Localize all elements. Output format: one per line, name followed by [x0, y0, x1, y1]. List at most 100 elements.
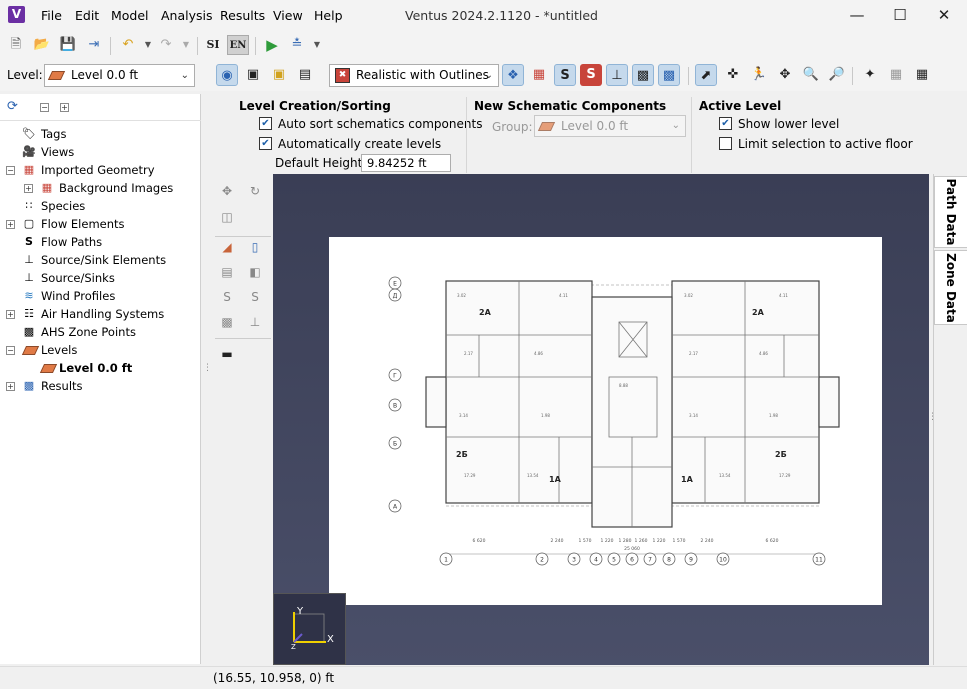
units-si-button[interactable]: SI — [206, 38, 220, 51]
tree-item-ahs-zone-points[interactable]: ▩ AHS Zone Points — [23, 325, 136, 339]
level-icon — [39, 364, 58, 373]
menu-edit[interactable]: Edit — [75, 8, 100, 23]
undo-icon[interactable]: ↶ — [122, 37, 134, 52]
menu-help[interactable]: Help — [314, 8, 343, 23]
flow-path-tool-icon[interactable]: S — [223, 290, 231, 304]
tree-item-views[interactable]: 🎥 Views — [22, 145, 75, 159]
pan-icon[interactable]: ✥ — [779, 67, 791, 82]
show-ahs-points-icon[interactable]: ▩ — [632, 64, 654, 86]
move-tool-icon[interactable]: ✥ — [221, 184, 233, 198]
expander-results[interactable]: + — [6, 382, 15, 391]
auto-sort-checkbox[interactable]: ✔ — [259, 117, 272, 130]
sync-tree-icon[interactable]: ⟳ — [7, 99, 18, 114]
tree-item-flow-elements[interactable]: ▢ Flow Elements — [23, 217, 125, 231]
show-geometry-icon[interactable]: ❖ — [502, 64, 524, 86]
menu-model[interactable]: Model — [111, 8, 149, 23]
new-file-icon[interactable]: 🗎 — [10, 37, 22, 52]
menu-analysis[interactable]: Analysis — [161, 8, 213, 23]
show-lower-level-checkbox[interactable]: ✔ — [719, 117, 732, 130]
tree-item-level-0[interactable]: Level 0.0 ft — [39, 359, 132, 377]
menu-results[interactable]: Results — [220, 8, 266, 23]
mirror-tool-icon[interactable]: ◫ — [221, 210, 233, 224]
show-source-sinks-icon[interactable]: ⊥ — [606, 64, 628, 86]
app-icon[interactable]: V — [8, 6, 25, 23]
run-simulation-icon[interactable]: ▶ — [266, 36, 278, 54]
split-zone-icon[interactable]: ▤ — [221, 265, 233, 279]
svg-text:10: 10 — [719, 557, 727, 564]
tree-item-imported-geometry[interactable]: ▦ Imported Geometry — [23, 163, 155, 177]
tree-item-results[interactable]: ▩ Results — [23, 379, 83, 393]
expand-all-button[interactable]: + — [60, 103, 69, 112]
zoom-extents-icon[interactable]: 🔎 — [828, 67, 846, 82]
right-splitter-handle[interactable]: ⋮ — [928, 412, 937, 422]
main-toolbar: 🗎 📂 💾 ⇥ ↶ ▼ ↷ ▼ SI EN ▶ ≛ ▼ — [0, 31, 967, 61]
expander-imported-geometry[interactable]: − — [6, 166, 15, 175]
view-box-icon[interactable]: ▣ — [246, 67, 260, 82]
tab-zone-data[interactable]: Zone Data — [934, 250, 967, 325]
chevron-down-icon: ⌄ — [671, 120, 680, 131]
tree-item-tags[interactable]: 🏷 Tags — [22, 127, 67, 141]
dim-label: 1 260 — [635, 538, 648, 544]
show-flow-paths-icon[interactable]: S — [554, 64, 576, 86]
save-icon[interactable]: 💾 — [59, 37, 77, 52]
tree-item-air-handling-systems[interactable]: ☷ Air Handling Systems — [22, 305, 164, 323]
orbit-icon[interactable]: ✜ — [727, 67, 739, 82]
chart-dropdown-icon[interactable]: ▼ — [313, 40, 321, 49]
door-icon[interactable]: ◧ — [249, 265, 261, 279]
limit-selection-checkbox[interactable] — [719, 137, 732, 150]
ahs-point-tool-icon[interactable]: ▩ — [221, 315, 233, 329]
new-schematic-title: New Schematic Components — [474, 99, 667, 113]
menu-view[interactable]: View — [273, 8, 303, 23]
view-box-alt-icon[interactable]: ▤ — [298, 67, 312, 82]
rotate-tool-icon[interactable]: ↻ — [249, 184, 261, 198]
open-folder-icon[interactable]: 📂 — [33, 37, 51, 52]
draw-wall-icon[interactable]: ▯ — [251, 240, 259, 254]
chart-icon[interactable]: ≛ — [291, 37, 303, 52]
draw-zone-icon[interactable]: ◢ — [222, 240, 232, 254]
view-mode-icon[interactable]: ◉ — [216, 64, 238, 86]
units-en-button[interactable]: EN — [227, 35, 249, 55]
snap-point-icon[interactable]: ✦ — [864, 67, 876, 82]
select-pointer-icon[interactable]: ⬈ — [695, 64, 717, 86]
svg-text:9: 9 — [689, 557, 693, 564]
undo-dropdown-icon[interactable]: ▼ — [144, 40, 152, 49]
maximize-button[interactable]: ☐ — [893, 6, 907, 24]
tree-item-background-images[interactable]: ▦ Background Images — [41, 181, 174, 195]
close-button[interactable]: ✕ — [937, 6, 951, 24]
redo-icon[interactable]: ↷ — [160, 37, 172, 52]
show-results-icon[interactable]: ▩ — [658, 64, 680, 86]
redo-dropdown-icon[interactable]: ▼ — [182, 40, 190, 49]
expander-levels[interactable]: − — [6, 346, 15, 355]
minimize-button[interactable]: — — [849, 6, 865, 24]
auto-create-checkbox[interactable]: ✔ — [259, 137, 272, 150]
zoom-icon[interactable]: 🔍 — [802, 67, 820, 82]
show-flow-elements-icon[interactable]: S — [580, 64, 602, 86]
tree-item-species[interactable]: ∷ Species — [22, 197, 86, 215]
collapse-all-button[interactable]: − — [40, 103, 49, 112]
group-select[interactable]: Level 0.0 ft ⌄ — [534, 115, 686, 137]
tab-path-data[interactable]: Path Data — [934, 176, 967, 248]
level-select[interactable]: Level 0.0 ft ⌄ — [44, 64, 195, 87]
flow-path-alt-tool-icon[interactable]: S — [251, 290, 259, 304]
expander-flow-elements[interactable]: + — [6, 220, 15, 229]
show-zones-icon[interactable]: ▦ — [532, 67, 546, 82]
source-sink-tool-icon[interactable]: ⊥ — [249, 315, 261, 329]
default-height-input[interactable]: 9.84252 ft — [361, 154, 451, 172]
view-box-yellow-icon[interactable]: ▣ — [272, 67, 286, 82]
menu-file[interactable]: File — [41, 8, 62, 23]
tree-item-source-sinks[interactable]: ⊥ Source/Sinks — [22, 269, 115, 287]
tree-item-wind-profiles[interactable]: ≋ Wind Profiles — [22, 287, 115, 305]
tree-item-source-sink-elements[interactable]: ⊥ Source/Sink Elements — [22, 251, 166, 269]
snap-ortho-icon[interactable]: ▦ — [915, 67, 929, 82]
expander-air-handling-systems[interactable]: + — [6, 310, 15, 319]
render-mode-select[interactable]: ✖ Realistic with Outlines ⌄ — [329, 64, 499, 87]
tree-item-levels[interactable]: Levels — [21, 341, 77, 359]
tree-item-flow-paths[interactable]: S Flow Paths — [22, 233, 102, 251]
snap-grid-icon[interactable]: ▦ — [889, 67, 903, 82]
splitter-handle[interactable]: ⋮ — [203, 363, 212, 373]
walk-icon[interactable]: 🏃 — [750, 67, 768, 82]
expander-background-images[interactable]: + — [24, 184, 33, 193]
export-icon[interactable]: ⇥ — [88, 37, 100, 52]
measure-tool-icon[interactable]: ▬ — [221, 347, 233, 361]
